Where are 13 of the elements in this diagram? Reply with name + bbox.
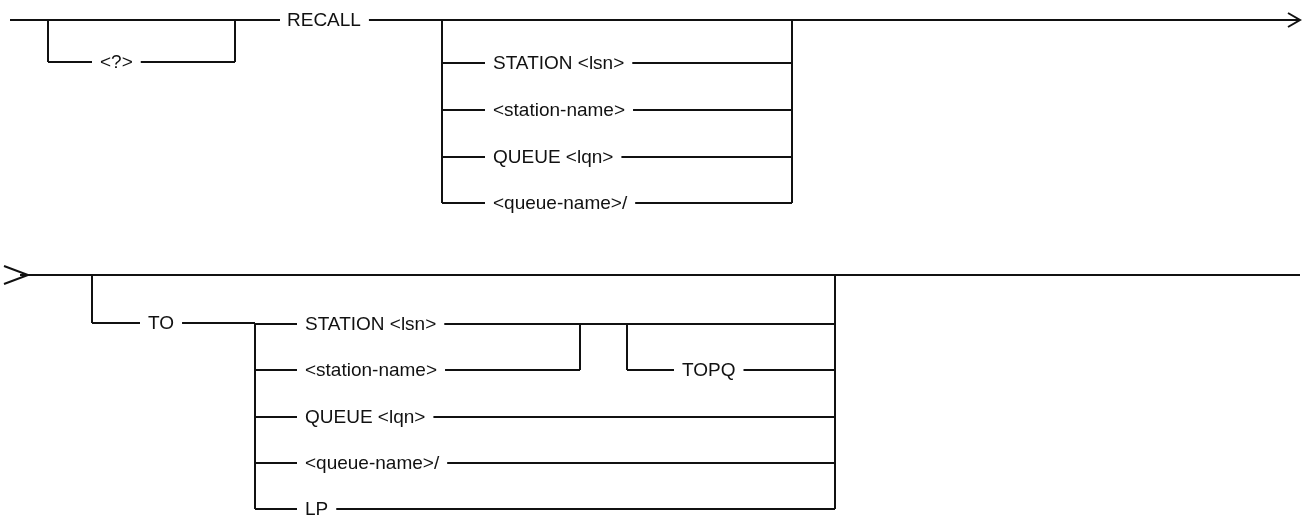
syntax-keyword: QUEUE <lqn> xyxy=(493,146,614,168)
syntax-keyword: <queue-name>/ xyxy=(493,192,628,214)
syntax-keyword: LP xyxy=(305,498,329,518)
syntax-keyword: TO xyxy=(148,312,175,334)
syntax-keyword: <?> xyxy=(100,51,133,73)
syntax-keyword: TOPQ xyxy=(682,359,736,381)
syntax-keyword: <station-name> xyxy=(305,359,438,381)
syntax-keyword: QUEUE <lqn> xyxy=(305,406,426,428)
syntax-keyword: STATION <lsn> xyxy=(493,52,625,74)
syntax-keyword: <queue-name>/ xyxy=(305,452,440,474)
syntax-keyword: <station-name> xyxy=(493,99,626,121)
syntax-keyword: RECALL xyxy=(287,9,361,31)
syntax-keyword: STATION <lsn> xyxy=(305,313,437,335)
